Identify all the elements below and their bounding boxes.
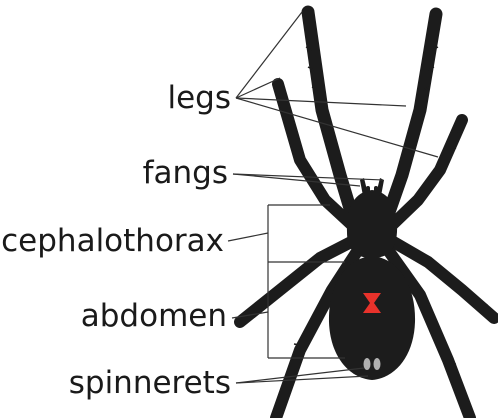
labels: legs fangs cephalothorax abdomen spinner… [1,80,231,401]
label-spinnerets: spinnerets [69,365,231,401]
cephalothorax-shape [347,190,397,258]
label-fangs: fangs [143,155,228,191]
label-legs: legs [167,80,231,116]
label-abdomen: abdomen [81,298,227,334]
abdomen-shape [329,256,415,380]
label-cephalothorax: cephalothorax [1,223,224,259]
